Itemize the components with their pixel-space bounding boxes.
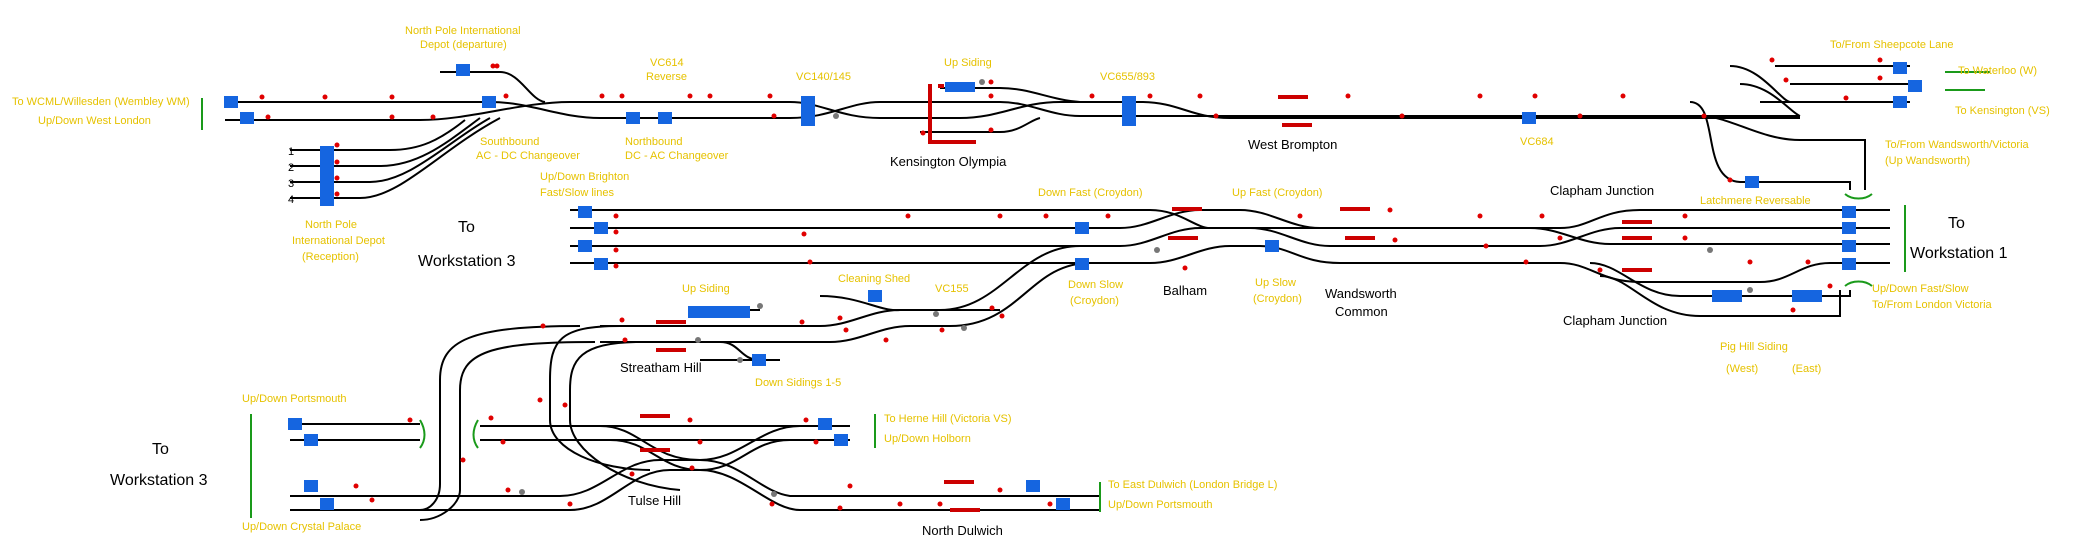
train-describer-berths — [224, 62, 1922, 510]
label-np-depot-departure-2: Depot (departure) — [420, 39, 507, 51]
label-n2: 2 — [288, 162, 294, 174]
label-down-fast-croydon: Down Fast (Croydon) — [1038, 187, 1143, 199]
ws3-mid-to: To — [458, 219, 475, 236]
boundary-markers — [201, 71, 1990, 518]
location-labels: To WCML/Willesden (Wembley WM) Up/Down W… — [12, 25, 2050, 533]
label-up-down-fast-slow-1: Up/Down Fast/Slow — [1872, 283, 1969, 295]
station-north-dulwich: North Dulwich — [922, 523, 1003, 538]
label-n1: 1 — [288, 146, 294, 158]
label-pig-hill: Pig Hill Siding — [1720, 341, 1788, 353]
label-east: (East) — [1792, 363, 1821, 375]
station-names: Kensington Olympia West Brompton Clapham… — [620, 137, 1667, 538]
label-to-wandsworth-2: (Up Wandsworth) — [1885, 155, 1970, 167]
station-tulse-hill: Tulse Hill — [628, 493, 681, 508]
ws1-label: Workstation 1 — [1910, 245, 2008, 262]
label-n3: 3 — [288, 178, 294, 190]
label-vc614-1: VC614 — [650, 57, 684, 69]
label-to-sheepcote: To/From Sheepcote Lane — [1830, 39, 1954, 51]
label-down-slow-2: (Croydon) — [1070, 295, 1119, 307]
label-up-fast-croydon: Up Fast (Croydon) — [1232, 187, 1322, 199]
label-down-slow-1: Down Slow — [1068, 279, 1123, 291]
label-vc140: VC140/145 — [796, 71, 851, 83]
label-up-down-fast-slow-2: To/From London Victoria — [1872, 299, 1993, 311]
station-west-brompton: West Brompton — [1248, 137, 1337, 152]
label-up-slow-2: (Croydon) — [1253, 293, 1302, 305]
signals — [259, 57, 1883, 511]
label-np-reception-1: North Pole — [305, 219, 357, 231]
ground-signals — [519, 79, 1753, 497]
label-latchmere: Latchmere Reversable — [1700, 195, 1811, 207]
platforms — [640, 84, 1652, 512]
station-wandsworth-1: Wandsworth — [1325, 286, 1397, 301]
track-layout — [225, 65, 1920, 521]
label-vc155: VC155 — [935, 283, 969, 295]
station-kensington-olympia: Kensington Olympia — [890, 154, 1007, 169]
label-up-slow-1: Up Slow — [1255, 277, 1296, 289]
label-up-down-portsmouth-l: Up/Down Portsmouth — [242, 393, 347, 405]
label-southbound-1: Southbound — [480, 136, 539, 148]
label-down-sidings: Down Sidings 1-5 — [755, 377, 841, 389]
label-vc684: VC684 — [1520, 136, 1554, 148]
label-to-waterloo: To Waterloo (W) — [1958, 65, 2037, 77]
label-up-siding-sh: Up Siding — [682, 283, 730, 295]
label-up-down-west-london: Up/Down West London — [38, 115, 151, 127]
station-wandsworth-2: Common — [1335, 304, 1388, 319]
label-west: (West) — [1726, 363, 1758, 375]
label-to-wcml: To WCML/Willesden (Wembley WM) — [12, 96, 190, 108]
station-clapham-junction-bottom: Clapham Junction — [1563, 313, 1667, 328]
ws3-bottom-to: To — [152, 441, 169, 458]
label-to-east-dulwich: To East Dulwich (London Bridge L) — [1108, 479, 1277, 491]
label-np-reception-3: (Reception) — [302, 251, 359, 263]
label-up-siding-ko: Up Siding — [944, 57, 992, 69]
label-up-down-holborn: Up/Down Holborn — [884, 433, 971, 445]
label-to-kensington: To Kensington (VS) — [1955, 105, 2050, 117]
label-up-down-portsmouth-r: Up/Down Portsmouth — [1108, 499, 1213, 511]
label-northbound-2: DC - AC Changeover — [625, 150, 729, 162]
label-southbound-2: AC - DC Changeover — [476, 150, 580, 162]
label-cleaning-shed: Cleaning Shed — [838, 273, 910, 285]
label-vc655: VC655/893 — [1100, 71, 1155, 83]
label-up-down-brighton-2: Fast/Slow lines — [540, 187, 614, 199]
label-up-down-brighton-1: Up/Down Brighton — [540, 171, 629, 183]
label-np-reception-2: International Depot — [292, 235, 385, 247]
ws3-bottom-label: Workstation 3 — [110, 472, 208, 489]
label-np-depot-departure-1: North Pole International — [405, 25, 521, 37]
label-to-herne-hill: To Herne Hill (Victoria VS) — [884, 413, 1012, 425]
label-up-down-crystal-palace: Up/Down Crystal Palace — [242, 521, 361, 533]
workstation-labels: To Workstation 3 To Workstation 1 To Wor… — [110, 215, 2008, 489]
station-balham: Balham — [1163, 283, 1207, 298]
station-streatham-hill: Streatham Hill — [620, 360, 702, 375]
label-n4: 4 — [288, 194, 294, 206]
label-to-wandsworth-1: To/From Wandsworth/Victoria — [1885, 139, 2030, 151]
ws1-to: To — [1948, 215, 1965, 232]
label-northbound-1: Northbound — [625, 136, 683, 148]
ws3-mid-label: Workstation 3 — [418, 253, 516, 270]
station-clapham-junction-top: Clapham Junction — [1550, 183, 1654, 198]
label-vc614-2: Reverse — [646, 71, 687, 83]
